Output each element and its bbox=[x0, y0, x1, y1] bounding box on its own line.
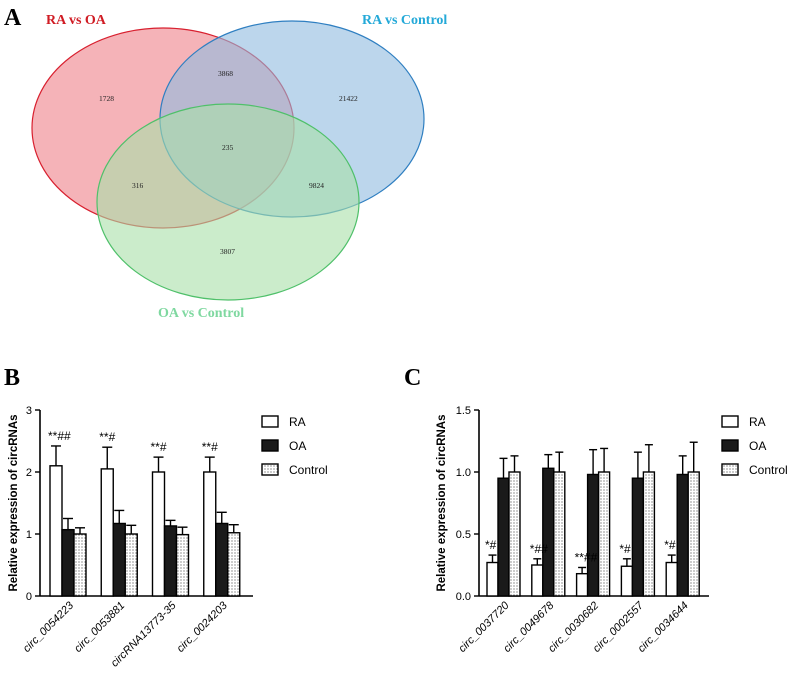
chart-b-bar-control bbox=[175, 533, 190, 597]
venn-count-ra-control-and-oa-control: 9824 bbox=[309, 181, 324, 190]
chart-c-bar-control bbox=[508, 471, 521, 597]
venn-count-ra-vs-oa-only: 1728 bbox=[99, 94, 114, 103]
chart-b-category-label: circ_0054223 bbox=[21, 599, 77, 655]
chart-c-bar-oa bbox=[676, 473, 689, 597]
chart-b-category-label: circ_0024203 bbox=[175, 599, 231, 655]
chart-b-bar-oa bbox=[112, 522, 126, 597]
panel-letter-a: A bbox=[4, 5, 22, 31]
chart-b-legend-label-control: Control bbox=[289, 463, 328, 477]
venn-count-all-three: 235 bbox=[222, 143, 234, 152]
chart-b-legend-label-oa: OA bbox=[289, 439, 306, 453]
chart-c-bar-control bbox=[642, 471, 656, 597]
chart-b-y-axis-label: Relative expression of circRNAs bbox=[8, 414, 20, 591]
chart-b-bar-ra bbox=[151, 471, 166, 597]
chart-c-legend-label-oa: OA bbox=[749, 439, 766, 453]
chart-c-legend-swatch-control bbox=[721, 463, 739, 476]
chart-c-significance-label: *## bbox=[530, 542, 548, 556]
chart-c-y-tick-label: 1.5 bbox=[456, 405, 471, 417]
chart-b-legend-swatch-ra bbox=[261, 415, 279, 428]
chart-b-legend-swatch-control bbox=[261, 463, 279, 476]
chart-b-legend-swatch-oa bbox=[261, 439, 279, 452]
chart-c-bar-control bbox=[687, 471, 700, 597]
chart-b-y-tick-label: 2 bbox=[26, 467, 32, 479]
chart-b-bar-oa bbox=[215, 522, 229, 597]
chart-c-legend-label-control: Control bbox=[749, 463, 788, 477]
chart-c-bar-oa bbox=[497, 477, 510, 597]
chart-b-bar-control bbox=[227, 532, 241, 597]
chart-c-legend-label-ra: RA bbox=[749, 415, 766, 429]
chart-b-bar-ra bbox=[203, 471, 217, 597]
chart-b-category-label: circ_0053881 bbox=[72, 600, 127, 655]
chart-c-bar-control bbox=[597, 471, 611, 597]
chart-c-significance-label: *# bbox=[485, 538, 497, 552]
chart-c-significance-label: *# bbox=[664, 538, 676, 552]
panel-letter-c: C bbox=[404, 365, 421, 391]
venn-count-ra-oa-and-ra-control: 3868 bbox=[218, 69, 233, 78]
chart-b-bar-ra bbox=[49, 465, 63, 597]
chart-c-bar-oa bbox=[586, 473, 600, 597]
chart-c-y-tick-label: 0.0 bbox=[456, 591, 471, 603]
venn-title-ra-vs-control: RA vs Control bbox=[362, 13, 447, 28]
venn-count-ra-vs-control-only: 21422 bbox=[339, 94, 358, 103]
chart-c-bar-oa bbox=[631, 477, 645, 597]
chart-c-bar-ra bbox=[531, 564, 544, 597]
chart-c-bar-ra bbox=[486, 561, 499, 597]
chart-b-y-tick-label: 0 bbox=[26, 591, 32, 603]
venn-diagram bbox=[31, 20, 425, 301]
chart-b-y-tick-label: 1 bbox=[26, 529, 32, 541]
chart-c-bar-control bbox=[553, 471, 566, 597]
chart-c-bar-ra bbox=[575, 572, 589, 597]
chart-b-legend-label-ra: RA bbox=[289, 415, 306, 429]
chart-c-bar-oa bbox=[542, 467, 555, 597]
chart-b-significance-label: **# bbox=[151, 440, 167, 454]
chart-c-y-tick-label: 1.0 bbox=[456, 467, 471, 479]
chart-b-bar-oa bbox=[61, 528, 75, 597]
chart-b-bar-control bbox=[73, 533, 87, 597]
venn-title-oa-vs-control: OA vs Control bbox=[158, 306, 244, 321]
chart-c-y-tick-label: 0.5 bbox=[456, 529, 471, 541]
chart-b-significance-label: **# bbox=[202, 440, 218, 454]
venn-set-oa-vs-control bbox=[96, 103, 360, 301]
venn-title-ra-vs-oa: RA vs OA bbox=[46, 13, 107, 28]
chart-c-bar-ra bbox=[620, 565, 634, 597]
chart-b-bar-control bbox=[124, 533, 138, 597]
chart-c-significance-label: **## bbox=[575, 550, 598, 564]
chart-b-significance-label: **# bbox=[99, 430, 115, 444]
chart-b-significance-label: **## bbox=[48, 429, 71, 443]
venn-count-oa-vs-control-only: 3807 bbox=[220, 247, 235, 256]
chart-b-bar-ra bbox=[100, 468, 114, 597]
chart-b-bar-oa bbox=[163, 525, 178, 597]
panel-letter-b: B bbox=[4, 365, 20, 391]
chart-c-y-axis-label: Relative expression of circRNAs bbox=[436, 414, 448, 591]
chart-c-legend-swatch-oa bbox=[721, 439, 739, 452]
chart-c-bar-ra bbox=[665, 561, 678, 597]
venn-count-ra-oa-and-oa-control: 316 bbox=[132, 181, 144, 190]
chart-c-legend-swatch-ra bbox=[721, 415, 739, 428]
chart-b-y-tick-label: 3 bbox=[26, 405, 32, 417]
chart-c-significance-label: *# bbox=[619, 542, 631, 556]
